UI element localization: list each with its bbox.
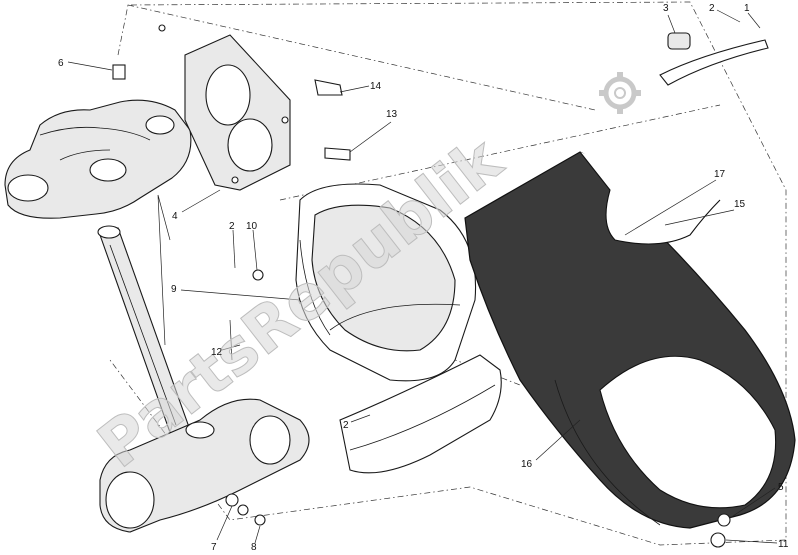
callout-4: 4 [172,211,178,222]
callout-14: 14 [370,81,382,92]
callout-8: 8 [251,542,257,553]
leader-lines [67,9,778,544]
bulb-holder-14 [314,79,343,96]
washer-7b [237,504,249,516]
gear-icon [599,72,641,114]
callout-1: 1 [744,3,750,14]
callout-5: 5 [778,482,784,493]
callout-2-mid: 2 [229,221,235,232]
spacer-10 [252,269,264,281]
lower-triple-clamp [99,398,310,533]
callout-6: 6 [58,58,64,69]
bulb-13 [324,147,351,161]
headlight-fairing [464,151,796,529]
headlight-lower-cover [339,354,502,474]
screw-6 [112,64,126,80]
screw-4 [158,24,166,32]
bracket-1 [659,39,769,86]
instrument-cluster-housing [184,34,291,191]
callout-2-bottom: 2 [343,420,349,431]
callout-9: 9 [171,284,177,295]
callout-13: 13 [386,109,398,120]
callout-2-top: 2 [709,3,715,14]
upper-triple-clamp [4,99,192,219]
callout-labels: 1 2 3 6 14 13 17 15 4 2 10 9 12 2 16 5 1… [58,3,789,553]
callout-11: 11 [778,539,789,550]
screw-5 [717,513,731,527]
cap-11 [710,532,726,548]
washer-7a [225,493,239,507]
grommet-3 [667,32,691,50]
callout-15: 15 [734,199,746,210]
callout-7: 7 [211,542,217,553]
callout-17: 17 [714,169,726,180]
nut-8 [254,514,266,526]
callout-10: 10 [246,221,258,232]
callout-16: 16 [521,459,533,470]
callout-12: 12 [211,347,223,358]
headlight-unit [295,183,477,382]
small-parts [112,24,769,548]
callout-3: 3 [663,3,669,14]
